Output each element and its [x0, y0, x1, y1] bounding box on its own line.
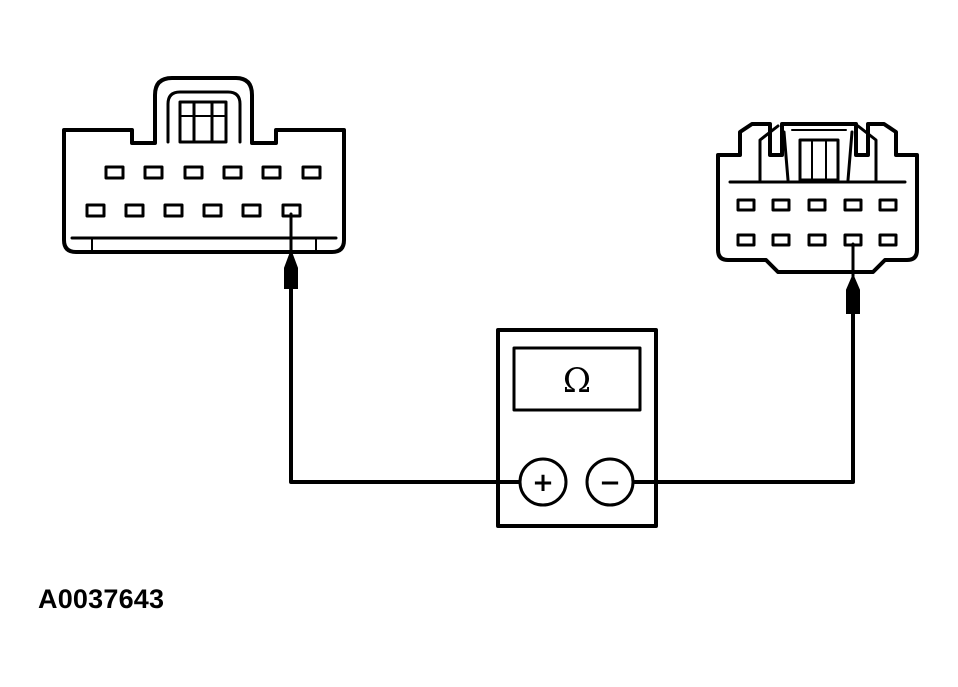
- right-connector-pins-row-1: [736, 198, 898, 212]
- pin-cavity: [202, 203, 223, 218]
- negative-terminal: [585, 457, 635, 507]
- left-connector-pins-row-1: [104, 165, 322, 180]
- pin-cavity: [222, 165, 243, 180]
- pin-cavity: [843, 198, 863, 212]
- meter-display: [512, 346, 642, 412]
- right-connector: [716, 122, 919, 274]
- pin-cavity: [771, 233, 791, 247]
- ohmmeter: Ω + −: [496, 328, 658, 528]
- positive-terminal-label: +: [532, 468, 554, 498]
- pin-cavity: [124, 203, 145, 218]
- pin-cavity: [163, 203, 184, 218]
- pin-cavity: [878, 198, 898, 212]
- negative-terminal-label: −: [599, 468, 621, 498]
- pin-cavity: [301, 165, 322, 180]
- left-connector-pins-row-2: [85, 203, 302, 218]
- right-connector-latch: [758, 124, 878, 182]
- meter-display-symbol: Ω: [563, 361, 591, 401]
- figure-id: A0037643: [38, 584, 165, 614]
- pin-cavity: [771, 198, 791, 212]
- pin-cavity: [736, 233, 756, 247]
- pin-cavity: [261, 165, 282, 180]
- negative-test-probe: [846, 242, 860, 314]
- pin-cavity: [241, 203, 262, 218]
- pin-cavity: [807, 233, 827, 247]
- pin-cavity: [104, 165, 125, 180]
- positive-terminal: [518, 457, 568, 507]
- pin-cavity: [807, 198, 827, 212]
- test-leads: [289, 286, 855, 484]
- pin-cavity: [878, 233, 898, 247]
- pin-cavity: [183, 165, 204, 180]
- pin-cavity: [85, 203, 106, 218]
- left-connector-latch: [166, 90, 242, 144]
- pin-cavity: [736, 198, 756, 212]
- right-connector-pins-row-2: [736, 233, 898, 247]
- pin-cavity: [143, 165, 164, 180]
- left-connector: [62, 76, 346, 254]
